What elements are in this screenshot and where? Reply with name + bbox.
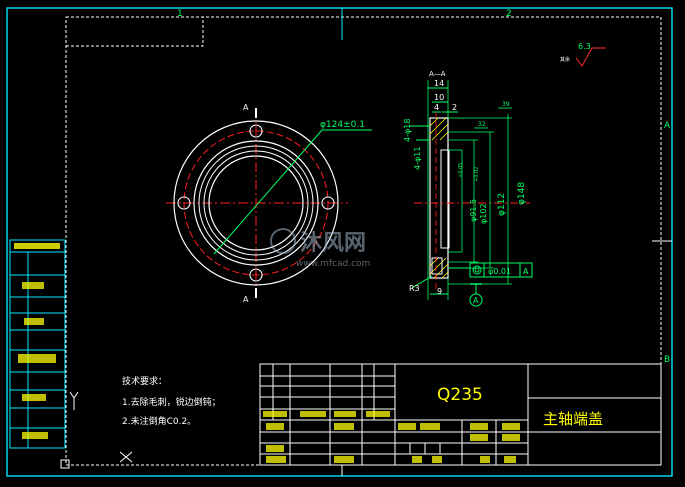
dim-2: 2 bbox=[452, 103, 457, 112]
datum-label: A bbox=[473, 296, 479, 305]
watermark-url: www.mfcad.com bbox=[296, 259, 370, 269]
bolt-hole-top bbox=[249, 124, 263, 138]
notes-line-2: 2.未注倒角C0.2。 bbox=[122, 415, 196, 427]
roughness-note: 其余 bbox=[560, 56, 570, 63]
shoulder-outer bbox=[193, 140, 319, 266]
bore-outer bbox=[203, 150, 309, 256]
dim-d91: φ91.5 bbox=[469, 199, 478, 222]
section-view: A—A 14 10 4 2 4-φ18 bbox=[403, 70, 533, 307]
gdt-value: φ0.01 bbox=[488, 267, 511, 276]
notes-heading: 技术要求： bbox=[122, 375, 167, 387]
left-strip-scribbles bbox=[14, 243, 60, 439]
watermark: 沐风网 www.mfcad.com bbox=[270, 228, 370, 269]
bolt-hole-left bbox=[177, 196, 191, 210]
watermark-logo-icon bbox=[270, 228, 296, 254]
front-view: A A φ124±0.1 bbox=[166, 103, 372, 304]
dim-holes-11: 4-φ11 bbox=[413, 147, 422, 170]
bore-inner bbox=[208, 155, 304, 251]
dim-4: 4 bbox=[434, 103, 439, 112]
ucs-icon bbox=[69, 391, 133, 463]
top-left-notch bbox=[66, 17, 204, 47]
dim-r3: R3 bbox=[409, 284, 420, 293]
notes-line-1: 1.去除毛刺，锐边倒钝； bbox=[122, 396, 221, 408]
left-strip-table bbox=[9, 239, 66, 449]
shoulder-inner bbox=[198, 145, 314, 261]
spigot bbox=[440, 149, 450, 249]
hatch-top bbox=[429, 117, 449, 141]
dim-bolt-circle: φ124±0.1 bbox=[320, 120, 365, 130]
bolt-hole-right bbox=[321, 196, 335, 210]
bottom-hole bbox=[431, 257, 443, 275]
hatch-bottom bbox=[429, 257, 449, 279]
zone-mark-top-1: 1 bbox=[177, 9, 183, 19]
part-name: 主轴端盖 bbox=[543, 410, 603, 428]
dim-10: 10 bbox=[434, 93, 444, 102]
material-label: Q235 bbox=[437, 385, 483, 405]
dim-39: 39 bbox=[502, 101, 510, 108]
diameter-leader bbox=[213, 129, 323, 255]
dim-tol-1: +0.05 bbox=[458, 163, 464, 178]
dim-tol-2: +0.02 bbox=[474, 167, 480, 182]
gdt-datum: A bbox=[523, 267, 529, 276]
section-mark-bottom: A bbox=[243, 295, 249, 304]
outer-rim bbox=[173, 120, 339, 286]
flange-body bbox=[429, 117, 449, 279]
title-block-scribbles bbox=[263, 411, 520, 463]
concentricity-icon-inner bbox=[474, 267, 480, 273]
section-view-label: A—A bbox=[429, 70, 446, 78]
title-block bbox=[259, 363, 662, 466]
roughness-check-icon bbox=[575, 47, 606, 67]
datum-circle bbox=[469, 293, 483, 307]
dim-holes-18: 4-φ18 bbox=[403, 119, 412, 142]
dim-d112: φ112 bbox=[497, 193, 507, 216]
zone-mark-right-a: A bbox=[664, 121, 671, 131]
leader-r3 bbox=[411, 275, 433, 289]
dim-d102: φ102 bbox=[479, 203, 488, 224]
origin-box bbox=[60, 459, 70, 469]
dim-d148: φ148 bbox=[517, 182, 527, 205]
roughness-value: 6.3 bbox=[578, 42, 591, 51]
technical-notes: 技术要求： 1.去除毛刺，锐边倒钝； 2.未注倒角C0.2。 bbox=[122, 375, 221, 427]
outer-frame bbox=[6, 7, 673, 477]
zone-mark-top-2: 2 bbox=[506, 9, 512, 19]
roughness-symbol: 6.3 其余 bbox=[560, 42, 606, 67]
concentricity-icon bbox=[472, 265, 482, 275]
gdt-frame bbox=[469, 262, 533, 278]
bolt-hole-bottom bbox=[249, 268, 263, 282]
section-mark-top: A bbox=[243, 103, 249, 112]
dim-32: 32 bbox=[478, 121, 486, 128]
bolt-circle bbox=[183, 130, 329, 276]
watermark-brand: 沐风网 bbox=[300, 231, 366, 256]
zone-mark-right-b: B bbox=[664, 355, 670, 365]
dim-9: 9 bbox=[437, 287, 442, 296]
dim-14: 14 bbox=[434, 79, 444, 88]
